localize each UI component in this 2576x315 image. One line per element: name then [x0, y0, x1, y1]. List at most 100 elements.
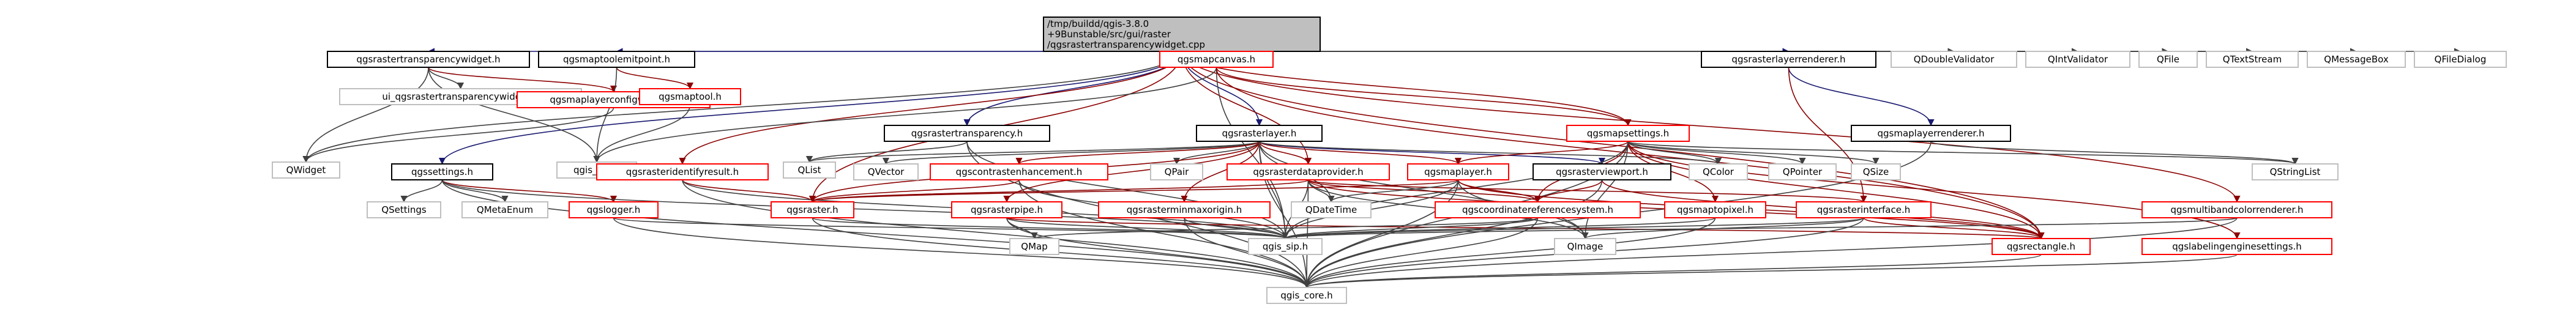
node-label: qgslabelingenginesettings.h [2172, 241, 2302, 252]
node-box [1248, 238, 1323, 255]
node-qpair: QPair [1150, 163, 1203, 180]
edge-n_raster_h-to-n_core_h [812, 217, 1310, 289]
edge-n_rir_h-to-n_core_h [682, 179, 1310, 289]
edge-root-to-n_mbcr_h [1181, 51, 2241, 203]
node-box [1851, 163, 1901, 180]
node-label: qgsmaplayer.h [1424, 166, 1492, 177]
root-node-label-line: /qgsrastertransparencywidget.cpp [1047, 39, 1205, 50]
node-qgsrasteridentifyresult-h[interactable]: qgsrasteridentifyresult.h [596, 163, 769, 180]
edge-n_rdp_h-to-n_rinterface_h [1307, 179, 1867, 203]
node-qgsmultibandcolorrenderer-h[interactable]: qgsmultibandcolorrenderer.h [2141, 201, 2332, 218]
node-label: QWidget [286, 165, 326, 176]
edge-n_qgssettings_h-to-n_qmetaenum [441, 179, 509, 203]
node-label: qgsmaptool.h [659, 91, 722, 102]
node-box [391, 163, 493, 180]
node-box [930, 163, 1108, 180]
node-box [951, 201, 1062, 218]
edge-n_mapcanvas_h-to-n_rect_h [1215, 67, 2045, 240]
node-qlist: QList [783, 161, 836, 179]
edge-n_mtep_h-to-n_maptool_h [616, 67, 694, 90]
node-qgsmaplayerrenderer-h[interactable]: qgsmaplayerrenderer.h [1851, 125, 2011, 142]
node-qgscontrastenhancement-h[interactable]: qgscontrastenhancement.h [930, 163, 1108, 180]
node-qgsrasterminmaxorigin-h[interactable]: qgsrasterminmaxorigin.h [1098, 201, 1271, 218]
node-box [1291, 201, 1372, 218]
root-node-label-line: +9Bunstable/src/gui/raster [1047, 29, 1171, 40]
edge-n_mapcanvas_h-to-n_mapsettings_h [1215, 67, 1632, 127]
node-label: QDoubleValidator [1914, 54, 1995, 65]
node-qgsrectangle-h[interactable]: qgsrectangle.h [1992, 238, 2091, 255]
node-box [1407, 163, 1509, 180]
node-label: qgsmaptoolemitpoint.h [563, 54, 670, 65]
node-label: QPair [1165, 166, 1190, 177]
node-label: QImage [1567, 241, 1603, 252]
node-box [1851, 125, 2011, 142]
node-label: qgsrasteridentifyresult.h [626, 166, 739, 177]
node-label: QFileDialog [2435, 54, 2487, 65]
node-qgsrasterinterface-h[interactable]: qgsrasterinterface.h [1796, 201, 1932, 218]
node-qgsmaptool-h[interactable]: qgsmaptool.h [639, 88, 741, 105]
edge-n_rlayer_h-to-n_rvp_h [1258, 141, 1605, 165]
node-label: qgslogger.h [587, 204, 641, 215]
node-qgsraster-h[interactable]: qgsraster.h [771, 201, 854, 218]
node-box [771, 201, 854, 218]
node-label: qgsrasterlayerrenderer.h [1731, 54, 1845, 65]
node-qgsmaptoolemitpoint-h[interactable]: qgsmaptoolemitpoint.h [538, 51, 695, 68]
node-box [1768, 163, 1837, 180]
node-qfiledialog: QFileDialog [2414, 51, 2507, 68]
node-box [2138, 51, 2198, 68]
node-label: qgsmaplayerrenderer.h [1877, 128, 1984, 139]
edge-n_rtw_h-to-n_mlcw_h [428, 67, 617, 93]
node-qgis-core-h: qgis_core.h [1266, 287, 1347, 304]
edge-root-to-n_qgssettings_h [439, 51, 1182, 165]
node-qgsrastertransparencywidget-h[interactable]: qgsrastertransparencywidget.h [327, 51, 530, 68]
node-label: QStringList [2270, 166, 2321, 177]
node-qgslogger-h[interactable]: qgslogger.h [569, 201, 659, 218]
node-label: qgsrasterpipe.h [971, 204, 1043, 215]
node-qgssettings-h[interactable]: qgssettings.h [391, 163, 493, 180]
node-qgsmapcanvas-h[interactable]: qgsmapcanvas.h [1159, 51, 1274, 68]
node-qgsrasterpipe-h[interactable]: qgsrasterpipe.h [951, 201, 1062, 218]
node-box [884, 125, 1050, 142]
edge-n_rvp_h-to-n_crs_h [1534, 179, 1603, 203]
root-node: /tmp/buildd/qgis-3.8.0+9Bunstable/src/gu… [1043, 17, 1321, 52]
edge-n_rlayer_h-to-n_qimage [1258, 141, 1589, 240]
node-qgslabelingenginesettings-h[interactable]: qgslabelingenginesettings.h [2141, 238, 2332, 255]
edge-root-to-n_rir_h [679, 51, 1182, 165]
edge-n_maplayer_h-to-n_raster_h [809, 179, 1459, 203]
node-qtextstream: QTextStream [2206, 51, 2299, 68]
node-label: qgssettings.h [411, 166, 473, 177]
node-box [2141, 201, 2332, 218]
edge-n_rlayer_h-to-n_rdp_h [1258, 141, 1312, 165]
root-node-box [1043, 17, 1321, 52]
edge-n_rdp_h-to-n_crs_h [1307, 179, 1541, 203]
edge-n_qgssettings_h-to-n_qgslogger_h [441, 179, 617, 203]
node-qgscoordinatereferencesystem-h[interactable]: qgscoordinatereferencesystem.h [1435, 201, 1641, 218]
node-box [461, 201, 548, 218]
edge-n_maplayer_h-to-n_crs_h [1457, 179, 1542, 203]
node-box [2206, 51, 2299, 68]
node-qgsrasterviewport-h[interactable]: qgsrasterviewport.h [1533, 163, 1671, 180]
node-qpointer: QPointer [1768, 163, 1837, 180]
edge-n_raster_h-to-n_sip_h [812, 217, 1289, 240]
edge-root-to-n_rdp_h [1181, 51, 1312, 165]
node-qstringlist: QStringList [2252, 163, 2339, 180]
node-qgsmaplayer-h[interactable]: qgsmaplayer.h [1407, 163, 1509, 180]
node-qgsrastertransparency-h[interactable]: qgsrastertransparency.h [884, 125, 1050, 142]
node-label: qgsmapcanvas.h [1178, 54, 1255, 65]
node-box [1159, 51, 1274, 68]
edge-n_rtw_h-to-n_qgsgui [428, 67, 600, 163]
node-qgsrasterdataprovider-h[interactable]: qgsrasterdataprovider.h [1226, 163, 1390, 180]
node-qgsmaptopixel-h[interactable]: qgsmaptopixel.h [1664, 201, 1766, 218]
node-qgsrasterlayerrenderer-h[interactable]: qgsrasterlayerrenderer.h [1701, 51, 1876, 68]
node-box [1554, 238, 1616, 255]
node-qgsmapsettings-h[interactable]: qgsmapsettings.h [1566, 125, 1690, 142]
node-label: qgsmultibandcolorrenderer.h [2170, 204, 2303, 215]
node-qgis-sip-h: qgis_sip.h [1248, 238, 1323, 255]
node-qgsrasterlayer-h[interactable]: qgsrasterlayer.h [1196, 125, 1323, 142]
edge-n_rlayer_h-to-n_sip_h [1258, 141, 1289, 240]
node-box [569, 201, 659, 218]
node-label: QDateTime [1305, 204, 1357, 215]
node-label: qgscontrastenhancement.h [956, 166, 1083, 177]
node-box [1009, 238, 1059, 255]
edge-n_rtrans_h-to-n_qlist [806, 141, 968, 163]
